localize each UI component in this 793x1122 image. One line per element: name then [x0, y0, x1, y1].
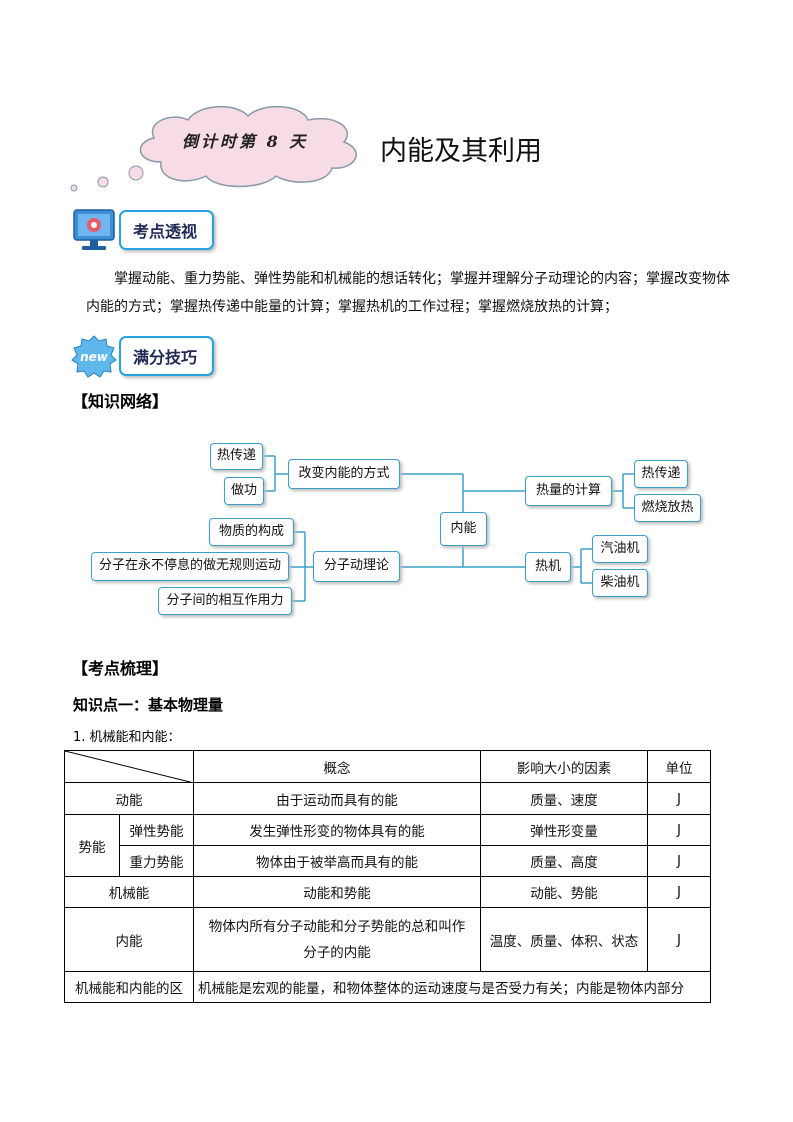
knowledge-network-heading: 【知识网络】	[72, 392, 169, 411]
row-factors: 动能、势能	[480, 876, 648, 908]
section-header-kaodian: 考点透视	[119, 210, 214, 250]
new-badge-text: new	[80, 350, 109, 364]
row-name: 内能	[64, 907, 194, 972]
countdown-badge: 倒计时第 8 天	[182, 132, 309, 151]
monitor-gear-icon	[73, 209, 115, 250]
mindmap-node-work: 做功	[224, 477, 264, 505]
new-badge-icon: new	[71, 335, 117, 378]
row-unit: J	[647, 845, 711, 877]
row-description: 机械能是宏观的能量，和物体整体的运动速度与是否受力有关；内能是物体内部分	[193, 971, 711, 1003]
intro-paragraph: 掌握动能、重力势能、弹性势能和机械能的想话转化；掌握并理解分子动理论的内容；掌握…	[86, 271, 730, 315]
page-title: 内能及其利用	[380, 136, 542, 167]
header-unit: 单位	[647, 750, 711, 783]
mindmap-node-heat-engine: 热机	[525, 552, 571, 582]
row-unit: J	[647, 876, 711, 908]
row-name: 机械能	[64, 876, 194, 908]
row-factors: 质量、高度	[480, 845, 648, 877]
header-concept: 概念	[193, 750, 481, 783]
row-concept: 物体由于被举高而具有的能	[193, 845, 481, 877]
row-concept: 动能和势能	[193, 876, 481, 908]
table-row: 机械能 动能和势能 动能、势能 J	[64, 876, 711, 908]
table-row: 势能 弹性势能 发生弹性形变的物体具有的能 弹性形变量 J	[64, 814, 711, 877]
row-factors: 温度、质量、体积、状态	[480, 907, 648, 972]
kaodian-shuli-heading: 【考点梳理】	[72, 659, 169, 678]
table-row: 内能 物体内所有分子动能和分子势能的总和叫作 分子的内能 温度、质量、体积、状态…	[64, 907, 711, 972]
mindmap-node-combustion-heat: 燃烧放热	[634, 494, 701, 522]
row-concept-line1: 物体内所有分子动能和分子势能的总和叫作	[208, 918, 466, 935]
mindmap-node-heat-transfer-right: 热传递	[634, 460, 688, 488]
row-factors: 质量、速度	[480, 782, 648, 815]
mindmap-node-random-motion: 分子在永不停息的做无规则运动	[91, 552, 289, 581]
row-factors: 弹性形变量	[480, 814, 648, 846]
mindmap-node-center-internal-energy: 内能	[440, 512, 487, 546]
row-name: 机械能和内能的区	[64, 971, 194, 1003]
row-name: 动能	[64, 782, 194, 815]
mindmap-node-gasoline-engine: 汽油机	[592, 535, 648, 563]
table-corner-cell	[64, 750, 194, 783]
mindmap-node-heat-calculation: 热量的计算	[525, 476, 612, 506]
mindmap-node-heat-transfer: 热传递	[210, 443, 263, 470]
row-concept: 由于运动而具有的能	[193, 782, 481, 815]
table-row: 动能 由于运动而具有的能 质量、速度 J	[64, 782, 711, 815]
row-group-name: 势能	[64, 814, 120, 877]
mindmap-node-molecular-theory: 分子动理论	[313, 551, 400, 582]
row-concept: 物体内所有分子动能和分子势能的总和叫作 分子的内能	[193, 907, 481, 972]
row-name: 重力势能	[119, 845, 194, 877]
row-unit: J	[647, 782, 711, 815]
sub-title: 1. 机械能和内能：	[73, 730, 181, 745]
mindmap-node-intermolecular-force: 分子间的相互作用力	[158, 587, 292, 615]
row-concept-line2: 分子的内能	[303, 944, 371, 961]
mindmap-node-matter-structure: 物质的构成	[209, 518, 294, 546]
row-unit: J	[647, 907, 711, 972]
table-row: 重力势能 物体由于被举高而具有的能 质量、高度 J	[65, 845, 711, 877]
energy-table: 概念 影响大小的因素 单位 动能 由于运动而具有的能 质量、速度 J 势能 弹性…	[64, 750, 711, 1003]
mindmap-node-diesel-engine: 柴油机	[592, 569, 648, 597]
knowledge-point-title: 知识点一：基本物理量	[73, 696, 224, 714]
title-cloud	[70, 105, 357, 192]
row-concept: 发生弹性形变的物体具有的能	[193, 814, 481, 846]
row-unit: J	[647, 814, 711, 846]
table-row: 机械能和内能的区 机械能是宏观的能量，和物体整体的运动速度与是否受力有关；内能是…	[64, 971, 711, 1003]
diagonal-line	[65, 751, 191, 782]
row-name: 弹性势能	[119, 814, 194, 846]
section-header-manfen: 满分技巧	[119, 336, 214, 376]
header-factors: 影响大小的因素	[480, 750, 648, 783]
mindmap-node-change-internal-energy: 改变内能的方式	[288, 459, 400, 489]
